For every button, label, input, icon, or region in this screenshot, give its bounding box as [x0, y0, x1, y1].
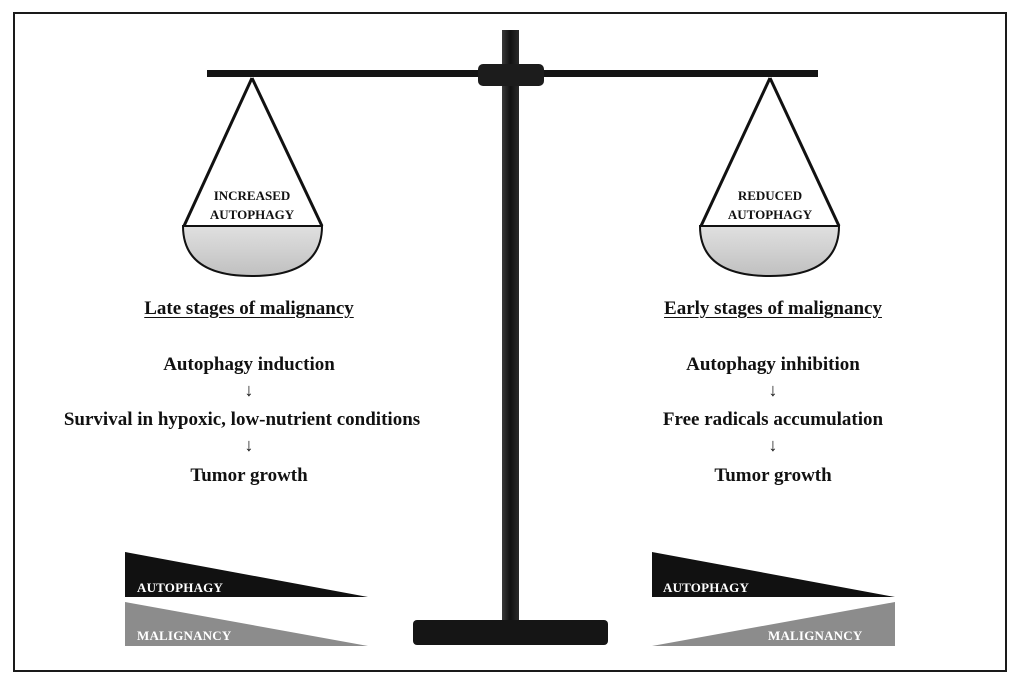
left-pan-string-right: [250, 77, 324, 227]
left-pan-label: INCREASED AUTOPHAGY: [210, 186, 294, 224]
right-step-3: Tumor growth: [714, 465, 832, 486]
right-autophagy-wedge-label: AUTOPHAGY: [663, 580, 750, 595]
right-step-1: Autophagy inhibition: [686, 354, 860, 375]
right-pan-string-right: [768, 77, 841, 227]
right-pan-string-left: [699, 77, 772, 227]
right-step-2: Free radicals accumulation: [662, 409, 884, 430]
right-arrow-1: ↓: [768, 380, 778, 400]
right-pan-label-line2: AUTOPHAGY: [727, 207, 813, 222]
left-arrow-1: ↓: [244, 380, 254, 400]
left-step-1: Autophagy induction: [163, 354, 335, 375]
right-pan-label: REDUCED AUTOPHAGY: [728, 186, 812, 224]
left-pan-label-line1: INCREASED: [213, 188, 291, 203]
left-pan-string-left: [182, 77, 254, 227]
left-autophagy-wedge-label: AUTOPHAGY: [137, 580, 224, 595]
left-autophagy-wedge: [125, 552, 368, 597]
right-malignancy-wedge: [652, 602, 895, 646]
left-step-3: Tumor growth: [190, 465, 308, 486]
left-arrow-2: ↓: [244, 435, 254, 455]
right-heading: Early stages of malignancy: [664, 298, 882, 319]
left-step-2: Survival in hypoxic, low-nutrient condit…: [63, 409, 421, 430]
left-heading: Late stages of malignancy: [144, 298, 354, 319]
scale-hub: [478, 64, 544, 86]
right-pan-bowl: [698, 225, 841, 278]
right-arrow-2: ↓: [768, 435, 778, 455]
right-malignancy-wedge-label: MALIGNANCY: [768, 628, 863, 643]
scale-base: [413, 620, 608, 645]
right-pan-label-line1: REDUCED: [737, 188, 803, 203]
left-malignancy-wedge-label: MALIGNANCY: [137, 628, 232, 643]
left-pan-label-line2: AUTOPHAGY: [209, 207, 295, 222]
right-autophagy-wedge: [652, 552, 895, 597]
scale-pole: [502, 30, 519, 625]
left-pan-bowl: [181, 225, 324, 278]
left-malignancy-wedge: [125, 602, 368, 646]
